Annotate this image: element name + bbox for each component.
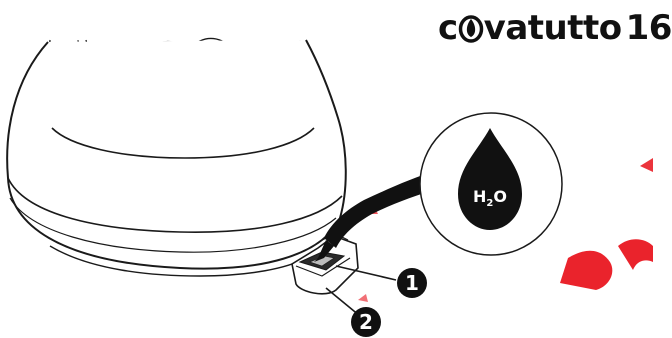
water-drop-icon xyxy=(458,128,522,230)
h2o-label: H2O xyxy=(473,187,507,209)
brand-suffix: vatutto xyxy=(483,8,622,48)
brand-prefix: c xyxy=(438,8,458,48)
incubator-diagram: H2O 1 2 xyxy=(6,37,653,337)
water-flow-band xyxy=(324,170,440,248)
egg-logo-icon xyxy=(458,15,483,43)
callout-2-number: 2 xyxy=(359,310,373,334)
water-drawer xyxy=(291,233,359,295)
pouring-stream xyxy=(314,240,334,262)
incubator-base xyxy=(6,39,347,277)
brand-model-number: 16 xyxy=(625,8,672,48)
callout-2: 2 xyxy=(325,287,381,337)
watermark xyxy=(358,158,653,302)
callout-1: 1 xyxy=(335,265,427,298)
water-detail-callout: H2O xyxy=(419,112,563,256)
callout-1-number: 1 xyxy=(405,271,419,295)
